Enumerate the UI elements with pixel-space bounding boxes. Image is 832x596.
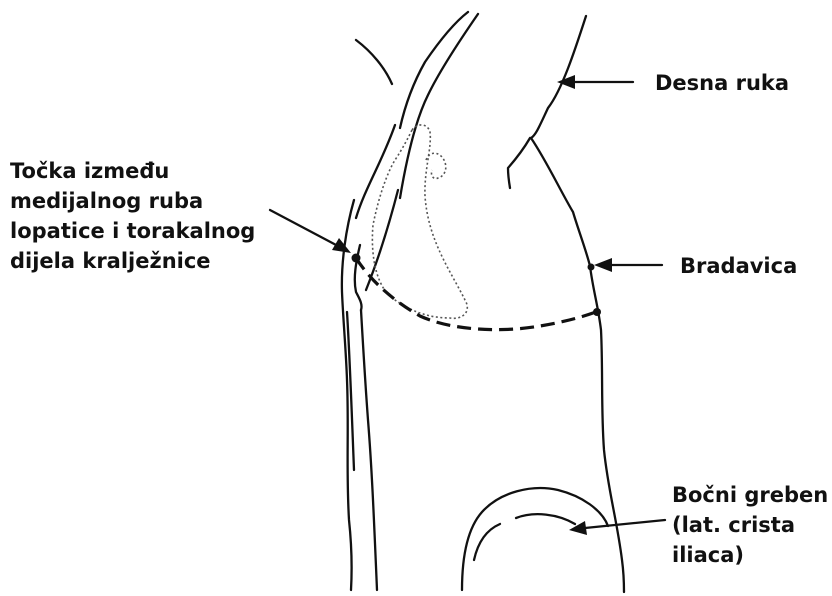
point-arrowhead xyxy=(332,238,351,253)
right-arm-outline xyxy=(531,16,586,138)
label-point-line-3: lopatice i torakalnog xyxy=(10,216,255,246)
back-inner-outline-lower xyxy=(361,310,377,590)
point-leader-line xyxy=(270,210,338,246)
label-iliac-line-2: (lat. crista xyxy=(672,510,828,540)
label-point-line-2: medijalnog ruba xyxy=(10,186,255,216)
back-arm-upper-outline xyxy=(356,40,392,84)
label-right-arm: Desna ruka xyxy=(655,68,789,98)
label-nipple-text: Bradavica xyxy=(680,251,797,281)
nipple-arrowhead xyxy=(594,258,612,272)
label-scapula-spine-point: Točka između medijalnog ruba lopatice i … xyxy=(10,156,255,276)
right-arm-hand-outline xyxy=(508,138,530,188)
nipple-point-dot xyxy=(588,264,595,271)
front-arm-inner-outline xyxy=(400,12,468,128)
label-iliac-line-3: iliaca) xyxy=(672,540,828,570)
label-nipple: Bradavica xyxy=(680,251,797,281)
iliac-crest-inner-outline-left xyxy=(474,524,500,560)
label-iliac-crest: Bočni greben (lat. crista iliaca) xyxy=(672,480,828,570)
label-iliac-line-1: Bočni greben xyxy=(672,480,828,510)
scapula-outline-dotted xyxy=(372,125,467,318)
iliac-crest-inner-outline-right xyxy=(516,514,575,524)
back-arm-lower-outline xyxy=(356,125,395,218)
label-point-line-4: dijela kralježnice xyxy=(10,246,255,276)
chest-front-outline xyxy=(531,138,590,266)
iliac-crest-outer-outline xyxy=(462,488,608,590)
label-right-arm-text: Desna ruka xyxy=(655,68,789,98)
iliac-leader-line xyxy=(585,520,665,528)
label-point-line-1: Točka između xyxy=(10,156,255,186)
scapula-process-dotted xyxy=(426,153,446,178)
measurement-dashed-line xyxy=(356,258,596,330)
side-point-dot xyxy=(593,308,601,316)
scapula-point-dot xyxy=(352,254,361,263)
